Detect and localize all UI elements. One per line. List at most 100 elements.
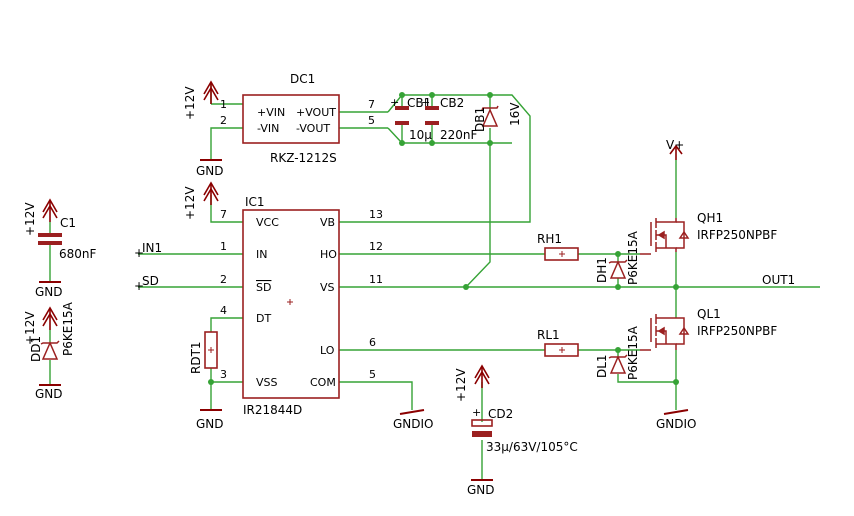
dd1-tvs-diode[interactable]: DD1 P6KE15A (29, 301, 75, 362)
dc1-pin-7: 7 (368, 98, 375, 111)
svg-text:+12V: +12V (183, 186, 197, 220)
dh1-value: P6KE15A (626, 230, 640, 285)
dl1-tvs-diode[interactable]: DL1 P6KE15A (595, 325, 640, 380)
dc1-vout-plus: +VOUT (296, 106, 336, 119)
ic1-vs: VS (320, 281, 335, 294)
wire-vb (387, 94, 531, 223)
wires (49, 82, 820, 480)
dl1-name: DL1 (595, 354, 609, 378)
ic1-pin-5: 5 (369, 368, 376, 381)
net-label-plus-sd: + (134, 279, 144, 293)
dc1-pin-1: 1 (220, 98, 227, 111)
ic1-vb: VB (320, 216, 335, 229)
rl1-name: RL1 (537, 328, 560, 342)
svg-text:+12V: +12V (454, 368, 468, 402)
rh1-resistor[interactable]: RH1 (537, 232, 579, 261)
ic1-pin-1: 1 (220, 240, 227, 253)
cb2-name: CB2 (440, 96, 464, 110)
supply-12v-dd1: +12V (23, 307, 58, 345)
ic1-pin-2: 2 (220, 273, 227, 286)
ic1-pin-4: 4 (220, 304, 227, 317)
qh1-mosfet[interactable]: QH1 IRFP250NPBF (640, 211, 777, 255)
c1-name: C1 (60, 216, 76, 230)
svg-text:+12V: +12V (23, 311, 37, 345)
dc1-vout-minus: -VOUT (296, 122, 330, 135)
supply-12v-c1: +12V (23, 199, 58, 236)
cb2-capacitor[interactable]: + CB2 220nF (421, 96, 478, 142)
ic1-driver[interactable]: IC1 IR21844D VCC IN SD DT VSS VB HO VS L… (220, 195, 383, 417)
ic1-vcc: VCC (256, 216, 279, 229)
svg-text:V+: V+ (666, 138, 684, 152)
cb2-value: 220nF (440, 128, 478, 142)
svg-text:+: + (472, 406, 481, 419)
ic1-com: COM (310, 376, 336, 389)
svg-text:GND: GND (467, 483, 495, 497)
dh1-tvs-diode[interactable]: DH1 P6KE15A (595, 230, 640, 285)
ic1-name: IC1 (245, 195, 265, 209)
dc1-vin-plus: +VIN (257, 106, 285, 119)
svg-text:GNDIO: GNDIO (393, 417, 434, 431)
qh1-value: IRFP250NPBF (697, 228, 777, 242)
gnd-cd2: GND (467, 479, 495, 497)
db1-zener[interactable]: DB1 16V (473, 102, 522, 132)
supply-12v-ic1: +12V (183, 182, 219, 220)
svg-text:+: + (421, 96, 430, 109)
net-label-out1: OUT1 (762, 273, 795, 287)
rl1-resistor[interactable]: RL1 (537, 328, 579, 357)
rdt1-resistor[interactable]: RDT1 (189, 331, 218, 374)
dd1-value: P6KE15A (61, 301, 75, 356)
wire-dc1-p2 (210, 127, 243, 160)
ic1-pin-6: 6 (369, 336, 376, 349)
dc1-pin-2: 2 (220, 114, 227, 127)
ic1-type: IR21844D (243, 403, 302, 417)
ql1-name: QL1 (697, 307, 721, 321)
ic1-in: IN (256, 248, 267, 261)
ic1-ho: HO (320, 248, 337, 261)
dd1-name: DD1 (29, 336, 43, 362)
rh1-name: RH1 (537, 232, 562, 246)
dc1-vin-minus: -VIN (257, 122, 279, 135)
cd2-name: CD2 (488, 407, 513, 421)
net-label-in1: IN1 (142, 241, 162, 255)
ic1-sd: SD (256, 281, 271, 294)
ic1-vss: VSS (256, 376, 278, 389)
dl1-value: P6KE15A (626, 325, 640, 380)
c1-capacitor[interactable]: C1 680nF (38, 216, 97, 261)
svg-text:GND: GND (35, 285, 63, 299)
cb1-value: 10µ (409, 128, 432, 142)
svg-text:+12V: +12V (183, 86, 197, 120)
ic1-pin-3: 3 (220, 368, 227, 381)
svg-text:+12V: +12V (23, 202, 37, 236)
dc1-converter[interactable]: DC1 RKZ-1212S 1 2 7 5 +VIN -VIN +VOUT -V… (220, 72, 375, 165)
supply-12v-dc1: +12V (183, 81, 219, 120)
ic1-lo: LO (320, 344, 335, 357)
gnd-dc1: GND (196, 159, 224, 178)
dc1-type: RKZ-1212S (270, 151, 337, 165)
ic1-pin-7: 7 (220, 208, 227, 221)
rdt1-name: RDT1 (189, 341, 203, 374)
cd2-capacitor[interactable]: + CD2 33µ/63V/105°C (471, 406, 578, 454)
dc1-name: DC1 (290, 72, 315, 86)
svg-text:GNDIO: GNDIO (656, 417, 697, 431)
dh1-name: DH1 (595, 257, 609, 283)
svg-text:GND: GND (196, 164, 224, 178)
ql1-mosfet[interactable]: QL1 IRFP250NPBF (640, 307, 777, 351)
junctions (208, 92, 679, 385)
db1-value: 16V (508, 102, 522, 126)
ql1-value: IRFP250NPBF (697, 324, 777, 338)
c1-value: 680nF (59, 247, 97, 261)
gndio-ql1: GNDIO (656, 409, 697, 431)
qh1-name: QH1 (697, 211, 723, 225)
gnd-dd1: GND (35, 384, 63, 401)
net-label-sd: SD (142, 274, 159, 288)
gnd-c1: GND (35, 281, 63, 299)
ic1-pin-12: 12 (369, 240, 383, 253)
ic1-pin-11: 11 (369, 273, 383, 286)
svg-text:+: + (390, 96, 399, 109)
net-label-plus-in: + (134, 246, 144, 260)
supply-vplus: V+ (666, 138, 684, 160)
ic1-pin-13: 13 (369, 208, 383, 221)
gndio-ic1: GNDIO (393, 409, 434, 431)
dc1-pin-5: 5 (368, 114, 375, 127)
